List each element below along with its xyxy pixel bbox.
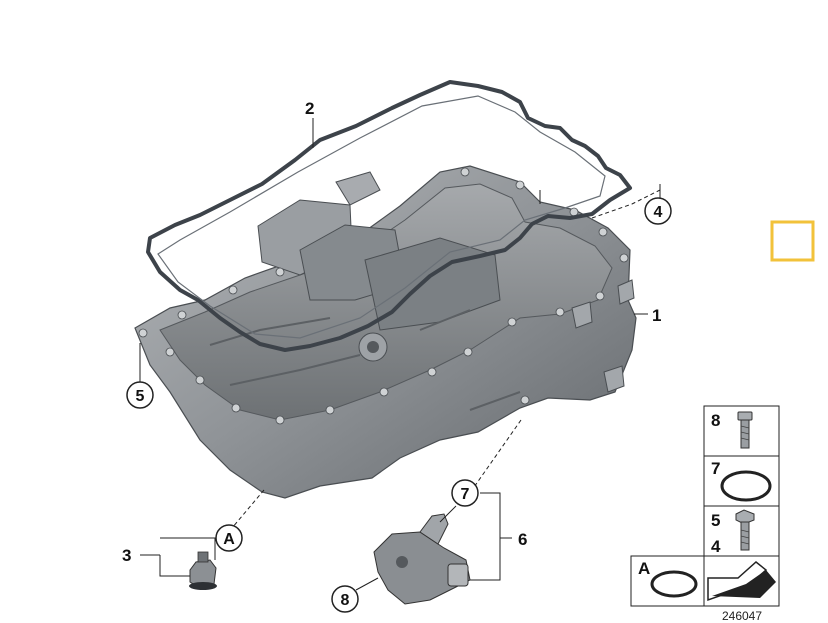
o-ring-icon [720, 470, 772, 502]
legend-label-7: 7 [711, 459, 720, 478]
diagram-reference-number: 246047 [722, 609, 762, 623]
drain-hole [367, 341, 379, 353]
flange-bolt-holes [138, 167, 629, 425]
pan-rib [209, 309, 521, 411]
callout-1: 1 [652, 306, 661, 325]
callout-7: 7 [461, 486, 470, 503]
leader-lines [139, 118, 661, 591]
seal-ring-icon [650, 570, 698, 598]
callout-2: 2 [305, 99, 314, 118]
plug-head [197, 551, 209, 563]
arrow-icon [707, 561, 776, 602]
legend-label-A: A [638, 559, 650, 578]
oil-level-sensor [373, 513, 471, 605]
callout-8: 8 [341, 592, 350, 609]
bolt-icon [737, 411, 753, 449]
callout-A-circle: A [215, 524, 243, 552]
hardware-legend: 8 7 5 4 A [630, 405, 780, 607]
callout-A: A [223, 531, 235, 548]
callout-3: 3 [122, 546, 131, 565]
flange-bolt-icon [735, 509, 755, 551]
legend-label-5: 5 [711, 511, 720, 530]
callout-5-circle: 5 [126, 381, 154, 409]
callout-5: 5 [136, 388, 145, 405]
pan-baffle-c [335, 171, 381, 206]
callout-6: 6 [518, 530, 527, 549]
sensor-connector [447, 563, 469, 587]
plug-seal [189, 582, 217, 590]
callout-7-circle: 7 [451, 479, 479, 507]
drain-plug [189, 551, 217, 590]
legend-label-8: 8 [711, 411, 720, 430]
sensor-mount-hole [396, 556, 408, 568]
legend-label-4: 4 [711, 537, 721, 556]
callout-8-circle: 8 [331, 585, 359, 613]
callout-4: 4 [654, 204, 663, 221]
pan-side-fitting [571, 279, 635, 393]
gasket-inner [157, 95, 606, 339]
highlight-marker [770, 220, 815, 262]
gasket [146, 80, 632, 352]
callout-4-circle: 4 [644, 197, 672, 225]
